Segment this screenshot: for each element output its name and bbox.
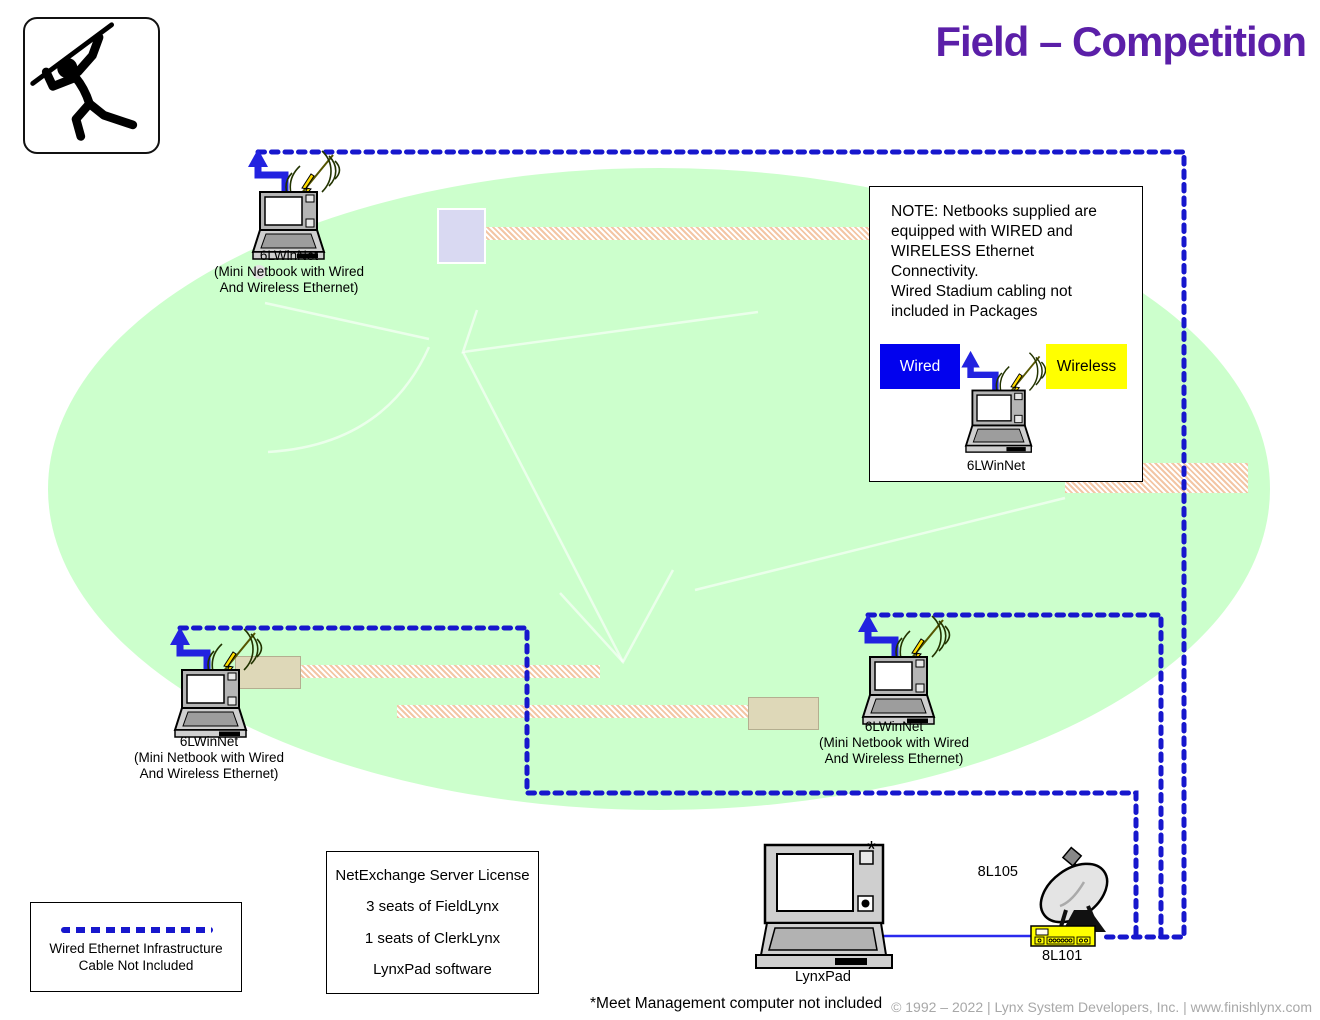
wired-cable-legend-line bbox=[61, 927, 213, 933]
note-line: included in Packages bbox=[891, 303, 1038, 320]
netbook-desc: (Mini Netbook with Wired bbox=[213, 264, 365, 279]
javelin-thrower-icon bbox=[30, 22, 138, 141]
netbook-name: 6LWinNet bbox=[179, 734, 239, 749]
license-line: NetExchange Server License bbox=[335, 866, 530, 884]
legend-line: Wired Ethernet Infrastructure bbox=[49, 941, 223, 956]
note-line: Wired Stadium cabling not bbox=[891, 283, 1072, 300]
meet-management-asterisk: * bbox=[867, 836, 876, 862]
license-line: 3 seats of FieldLynx bbox=[366, 898, 499, 916]
jump-pit-lavender bbox=[437, 208, 486, 264]
satellite-dish-icon bbox=[1039, 846, 1109, 932]
netbook-note-label: 6LWinNet bbox=[966, 458, 1026, 473]
hub-8l101-icon bbox=[1030, 925, 1096, 947]
license-line: LynxPad software bbox=[373, 961, 492, 979]
netbook-top-label: 6LWinNet (Mini Netbook with Wired And Wi… bbox=[164, 248, 414, 296]
license-box: NetExchange Server License 3 seats of Fi… bbox=[326, 851, 539, 994]
wireless-badge: Wireless bbox=[1046, 344, 1127, 389]
dish-label: 8L105 bbox=[977, 864, 1018, 880]
note-box: NOTE: Netbooks supplied are equipped wit… bbox=[869, 186, 1143, 482]
javelin-logo-box bbox=[23, 17, 160, 154]
note-line: NOTE: Netbooks supplied are bbox=[891, 203, 1097, 220]
note-line: equipped with WIRED and bbox=[891, 223, 1073, 240]
note-line: WIRELESS Ethernet bbox=[891, 243, 1035, 260]
legend-text: Wired Ethernet Infrastructure Cable Not … bbox=[31, 941, 241, 974]
legend-box: Wired Ethernet Infrastructure Cable Not … bbox=[30, 902, 242, 992]
runway-lower-middle bbox=[397, 705, 749, 718]
lynxpad-computer-icon bbox=[755, 843, 893, 969]
netbook-name: 6LWinNet bbox=[864, 719, 924, 734]
hub-label: 8L101 bbox=[1042, 948, 1083, 964]
netbook-desc: And Wireless Ethernet) bbox=[219, 280, 359, 295]
sand-pit-left bbox=[235, 656, 301, 689]
netbook-name: 6LWinNet bbox=[259, 248, 319, 263]
note-text: NOTE: Netbooks supplied are equipped wit… bbox=[891, 202, 1097, 322]
netbook-desc: (Mini Netbook with Wired bbox=[133, 750, 285, 765]
netbook-left-label: 6LWinNet (Mini Netbook with Wired And Wi… bbox=[84, 734, 334, 782]
note-line: Connectivity. bbox=[891, 263, 979, 280]
wired-badge: Wired bbox=[880, 344, 960, 389]
legend-line: Cable Not Included bbox=[78, 957, 194, 973]
netbook-right-label: 6LWinNet (Mini Netbook with Wired And Wi… bbox=[769, 719, 1019, 767]
netbook-desc: And Wireless Ethernet) bbox=[139, 766, 279, 781]
license-line: 1 seats of ClerkLynx bbox=[364, 929, 501, 947]
netbook-desc: And Wireless Ethernet) bbox=[824, 751, 964, 766]
copyright-text: © 1992 – 2022 | Lynx System Developers, … bbox=[891, 999, 1312, 1015]
meet-management-note: *Meet Management computer not included bbox=[590, 995, 883, 1012]
page-title: Field – Competition bbox=[935, 18, 1307, 65]
netbook-desc: (Mini Netbook with Wired bbox=[818, 735, 970, 750]
lynxpad-label: LynxPad bbox=[795, 969, 851, 985]
